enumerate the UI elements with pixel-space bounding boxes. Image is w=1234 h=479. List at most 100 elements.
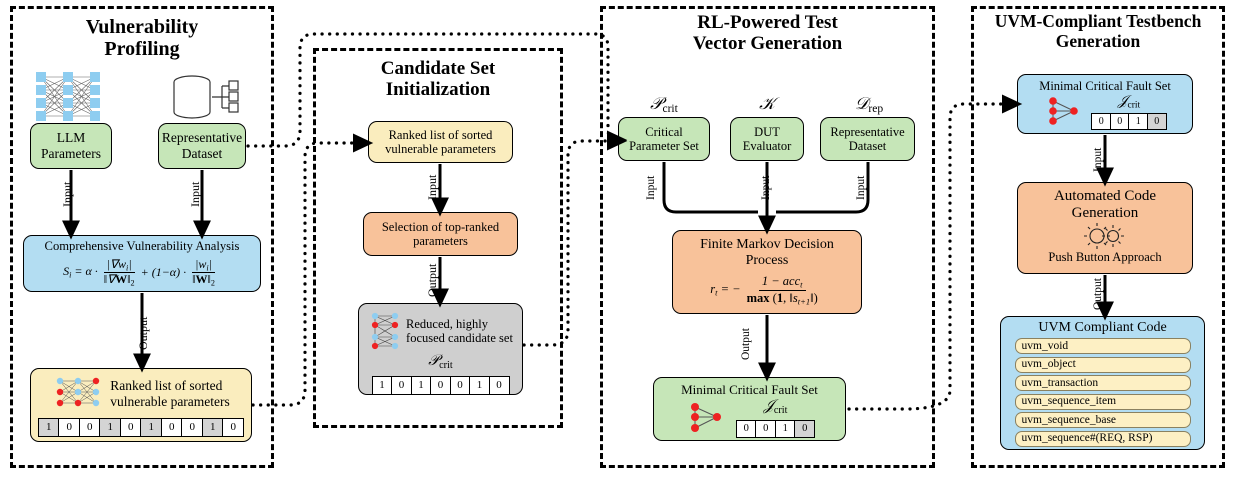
node-comprehensive-vulnerability-analysis[interactable]: Comprehensive Vulnerability Analysis Si …: [23, 235, 261, 292]
symbol-drep: 𝒟rep: [854, 94, 884, 116]
p2-selection-line1: Selection of top-ranked: [381, 219, 500, 234]
codegen-line2: Generation: [1071, 205, 1139, 222]
analysis-title: Comprehensive Vulnerability Analysis: [44, 238, 240, 253]
uvm-list-item[interactable]: uvm_sequence_item: [1014, 393, 1191, 410]
p2-ranked-line1: Ranked list of sorted: [388, 127, 493, 142]
panel3-title-line1: RL-Powered Test: [697, 12, 838, 33]
bit-cell: 0: [430, 375, 451, 395]
graph-icon-candidate: [371, 312, 399, 350]
panel-title-line2: Profiling: [104, 38, 180, 61]
codegen-sub: Push Button Approach: [1048, 249, 1162, 264]
bit-cell: 1: [140, 418, 163, 437]
panel4-title-line1: UVM-Compliant Testbench: [994, 11, 1202, 31]
p3-dut-line1: DUT: [754, 124, 780, 139]
bit-cell: 1: [99, 418, 122, 437]
bit-cell: 0: [391, 375, 412, 395]
reduced-set-symbol: 𝒫crit: [428, 353, 453, 371]
node-finite-markov-decision-process[interactable]: Finite Markov Decision Process rt = − 1 …: [672, 230, 862, 314]
ranked-list-line1: Ranked list of sorted: [110, 378, 223, 394]
bit-cell: 0: [755, 419, 777, 438]
node-selection-top-ranked[interactable]: Selection of top-ranked parameters: [363, 212, 518, 256]
bit-cell: 0: [1091, 113, 1112, 131]
node-llm-parameters[interactable]: LLM Parameters: [30, 123, 112, 169]
arrow-label-output-p4: Output: [1092, 278, 1104, 310]
reduced-line1: Reduced, highly: [406, 316, 488, 331]
bit-cell: 0: [449, 375, 471, 395]
node-representative-dataset-p3[interactable]: Representative Dataset: [820, 117, 915, 161]
llm-parameters-line2: Parameters: [41, 146, 101, 161]
gear-icon: [1084, 222, 1124, 249]
panel2-title-line1: Candidate Set: [380, 58, 496, 79]
node-ranked-list-p1[interactable]: Ranked list of sorted vulnerable paramet…: [30, 368, 252, 442]
analysis-formula: Si = α · |∇wi| ‖∇W‖2 + (1−α) · |wi| ‖W‖2: [63, 256, 215, 288]
panel-title-vulnerability-profiling: Vulnerability Profiling: [10, 16, 274, 61]
panel4-title-line2: Generation: [1055, 30, 1141, 51]
arrow-label-output-p3: Output: [740, 328, 752, 360]
p3-rep-line2: Dataset: [848, 139, 887, 153]
uvm-list-item[interactable]: uvm_void: [1014, 338, 1191, 355]
reduced-line2: focused candidate set: [406, 331, 513, 345]
arrow-label-output-1: Output: [136, 316, 150, 350]
arrow-label-input-2: Input: [188, 181, 202, 207]
rep-dataset-line2: Dataset: [181, 146, 223, 161]
bit-cell: 0: [794, 419, 816, 438]
bit-cell: 0: [1146, 113, 1167, 131]
bit-cell: 0: [119, 418, 142, 437]
ranked-list-line2: vulnerable parameters: [110, 394, 230, 409]
p3-cps-line2: Parameter Set: [629, 139, 699, 153]
node-automated-code-generation[interactable]: Automated Code Generation Push Button Ap…: [1017, 182, 1193, 274]
panel-title-line1: Vulnerability: [85, 16, 199, 38]
uvm-list-item[interactable]: uvm_transaction: [1014, 375, 1191, 392]
p2-ranked-line2: vulnerable parameters: [385, 142, 496, 156]
panel3-title-line2: Vector Generation: [692, 33, 843, 55]
llm-parameters-line1: LLM: [56, 130, 86, 146]
mdp-formula: rt = − 1 − acct max (1, ‖st+1‖): [710, 273, 818, 307]
bit-cell: 1: [410, 375, 432, 395]
arrow-label-output-p2: Output: [425, 263, 439, 297]
bit-cell: 0: [1109, 113, 1130, 131]
bit-cell: 1: [201, 418, 224, 437]
bit-cell: 0: [735, 419, 757, 438]
p2-selection-line2: parameters: [413, 234, 468, 248]
nn-icon-ranked: [57, 377, 100, 407]
node-dut-evaluator[interactable]: DUT Evaluator: [730, 117, 804, 161]
panel-title-uvm: UVM-Compliant Testbench Generation: [968, 11, 1228, 51]
p4-fault-title: Minimal Critical Fault Set: [1039, 79, 1171, 93]
bit-cell: 1: [371, 375, 393, 395]
arrow-label-input-1: Input: [60, 181, 74, 207]
bit-cell: 1: [37, 418, 60, 437]
fault-graph-icon-p3: [690, 402, 721, 432]
mdp-line1: Finite Markov Decision: [700, 237, 834, 253]
p3-fault-symbol: 𝒥crit: [763, 398, 788, 416]
uvm-title: UVM Compliant Code: [1038, 320, 1167, 335]
codegen-line1: Automated Code: [1053, 188, 1157, 204]
bit-cell: 0: [78, 418, 101, 437]
node-ranked-list-p2[interactable]: Ranked list of sorted vulnerable paramet…: [368, 121, 513, 163]
panel2-title-line2: Initialization: [385, 79, 491, 101]
uvm-list-item[interactable]: uvm_object: [1014, 356, 1191, 373]
bit-cell: 1: [1128, 113, 1149, 131]
bit-cell: 0: [181, 418, 204, 437]
bit-cell: 0: [222, 418, 245, 437]
arrow-label-input-p3-2: Input: [760, 175, 772, 200]
rep-dataset-line1: Representative: [161, 130, 243, 146]
node-representative-dataset[interactable]: Representative Dataset: [158, 123, 246, 169]
mdp-line2: Process: [745, 253, 789, 269]
bit-cell: 1: [774, 419, 796, 438]
p3-cps-line1: Critical: [645, 124, 683, 139]
node-reduced-candidate-set[interactable]: Reduced, highly focused candidate set 𝒫c…: [358, 303, 523, 395]
uvm-list-item[interactable]: uvm_sequence_base: [1014, 412, 1191, 429]
arrow-label-input-p3-3: Input: [855, 175, 867, 200]
bit-cell: 1: [469, 375, 490, 395]
node-critical-parameter-set[interactable]: Critical Parameter Set: [618, 117, 710, 161]
uvm-list-item[interactable]: uvm_sequence#(REQ, RSP): [1014, 430, 1191, 447]
